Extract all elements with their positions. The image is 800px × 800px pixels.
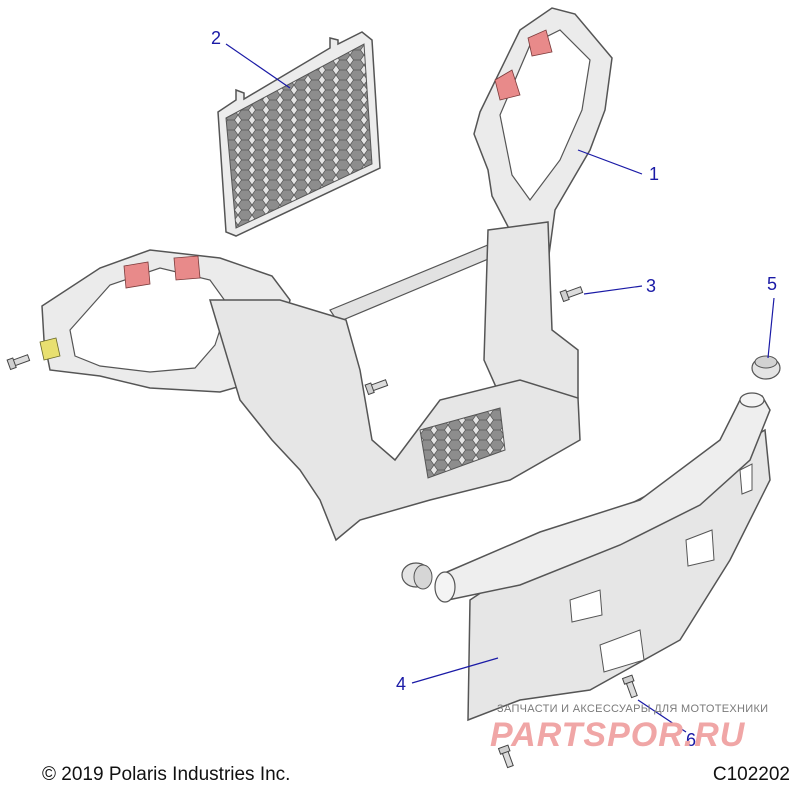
callout-2: 2 xyxy=(211,28,221,48)
skid-guard-tube xyxy=(434,392,771,722)
callout-3: 3 xyxy=(646,276,656,296)
callout-1: 1 xyxy=(649,164,659,184)
screw xyxy=(6,286,584,396)
bolt xyxy=(497,674,638,769)
front-bumper-frame xyxy=(39,7,613,542)
copyright-notice: © 2019 Polaris Industries Inc. xyxy=(42,764,291,785)
callout-6: 6 xyxy=(686,730,696,750)
callout-4: 4 xyxy=(396,674,406,694)
watermark-logo: PARTSPOR.RU xyxy=(490,716,746,754)
watermark-subtitle: ЗАПЧАСТИ И АКСЕССУАРЫ ДЛЯ МОТОТЕХНИКИ xyxy=(497,703,769,715)
callout-5: 5 xyxy=(767,274,777,294)
grille-screen xyxy=(217,31,381,237)
leader-lines xyxy=(225,43,775,733)
drawing-number: C102202 xyxy=(712,764,790,785)
end-cap-plug xyxy=(401,355,781,590)
